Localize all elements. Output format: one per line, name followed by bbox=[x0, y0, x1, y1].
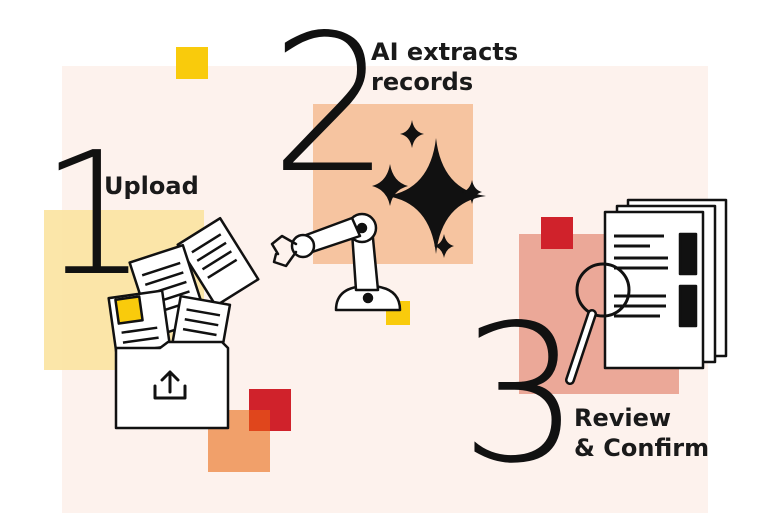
red-square-review bbox=[541, 217, 573, 249]
step-2-number: 2 bbox=[270, 0, 391, 215]
step-1-label: Upload bbox=[104, 172, 199, 200]
yellow-square-top bbox=[176, 47, 208, 79]
step-2-label-line2: records bbox=[371, 68, 474, 96]
step-1-number: 1 bbox=[40, 116, 149, 314]
step-3-label-line1: Review bbox=[574, 404, 672, 432]
step-3-number: 3 bbox=[460, 284, 581, 505]
overlap-square bbox=[249, 410, 270, 431]
step-3-label-line2: & Confirm bbox=[574, 434, 710, 462]
step-2-label-line1: AI extracts bbox=[371, 38, 519, 66]
